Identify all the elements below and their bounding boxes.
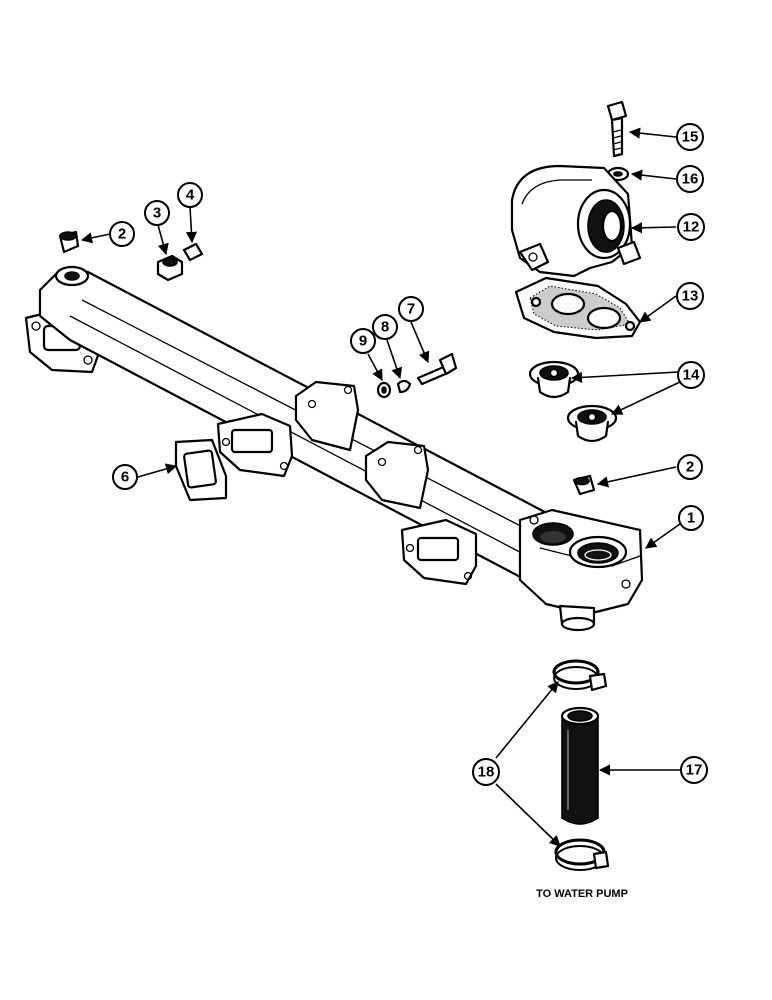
callout-3: 3	[144, 200, 170, 226]
callout-2-left: 2	[109, 221, 135, 247]
leader-lines	[80, 127, 681, 847]
water-hose	[560, 706, 600, 825]
callout-8: 8	[372, 314, 398, 340]
callout-14-label: 14	[683, 367, 700, 384]
thermostat-upper	[528, 360, 580, 399]
callout-13-label: 13	[682, 288, 699, 305]
water-manifold	[24, 265, 644, 632]
callout-6: 6	[112, 464, 138, 490]
callout-2-left-label: 2	[118, 226, 126, 243]
callout-8-label: 8	[381, 319, 389, 336]
housing-gasket	[514, 276, 642, 340]
callout-18-label: 18	[478, 764, 495, 781]
pipe-plug-left	[58, 230, 80, 254]
callout-7-label: 7	[407, 301, 415, 318]
callout-6-label: 6	[121, 469, 129, 486]
callout-16: 16	[676, 165, 704, 193]
water-pump-caption: TO WATER PUMP	[536, 888, 628, 900]
callout-16-label: 16	[682, 171, 699, 188]
callout-15: 15	[676, 123, 704, 151]
callout-7: 7	[398, 296, 424, 322]
callout-12: 12	[677, 213, 705, 241]
thermostat-housing	[510, 164, 642, 278]
callout-9: 9	[350, 328, 376, 354]
callout-13: 13	[676, 282, 704, 310]
hose-clamp-upper	[552, 659, 608, 692]
callout-1-label: 1	[687, 510, 695, 527]
callout-17: 17	[680, 756, 708, 784]
callout-17-label: 17	[686, 762, 703, 779]
callout-15-label: 15	[682, 129, 699, 146]
callout-4: 4	[177, 182, 203, 208]
hose-clamp-lower	[554, 838, 610, 871]
callout-9-label: 9	[359, 333, 367, 350]
flat-washer	[376, 381, 392, 399]
housing-bolt	[606, 100, 628, 158]
callout-3-label: 3	[153, 205, 161, 222]
callout-12-label: 12	[683, 219, 700, 236]
bolt	[416, 352, 458, 386]
callout-18: 18	[472, 758, 500, 786]
thermostat-lower	[566, 404, 618, 443]
callout-2-right: 2	[677, 454, 703, 480]
manifold-gasket	[174, 438, 228, 502]
plug	[182, 242, 204, 262]
pipe-plug-right	[572, 474, 596, 496]
callout-2-right-label: 2	[686, 459, 694, 476]
lock-washer	[396, 379, 412, 394]
callout-1: 1	[678, 505, 704, 531]
fitting	[156, 254, 184, 282]
callout-14: 14	[677, 361, 705, 389]
callout-4-label: 4	[186, 187, 195, 204]
